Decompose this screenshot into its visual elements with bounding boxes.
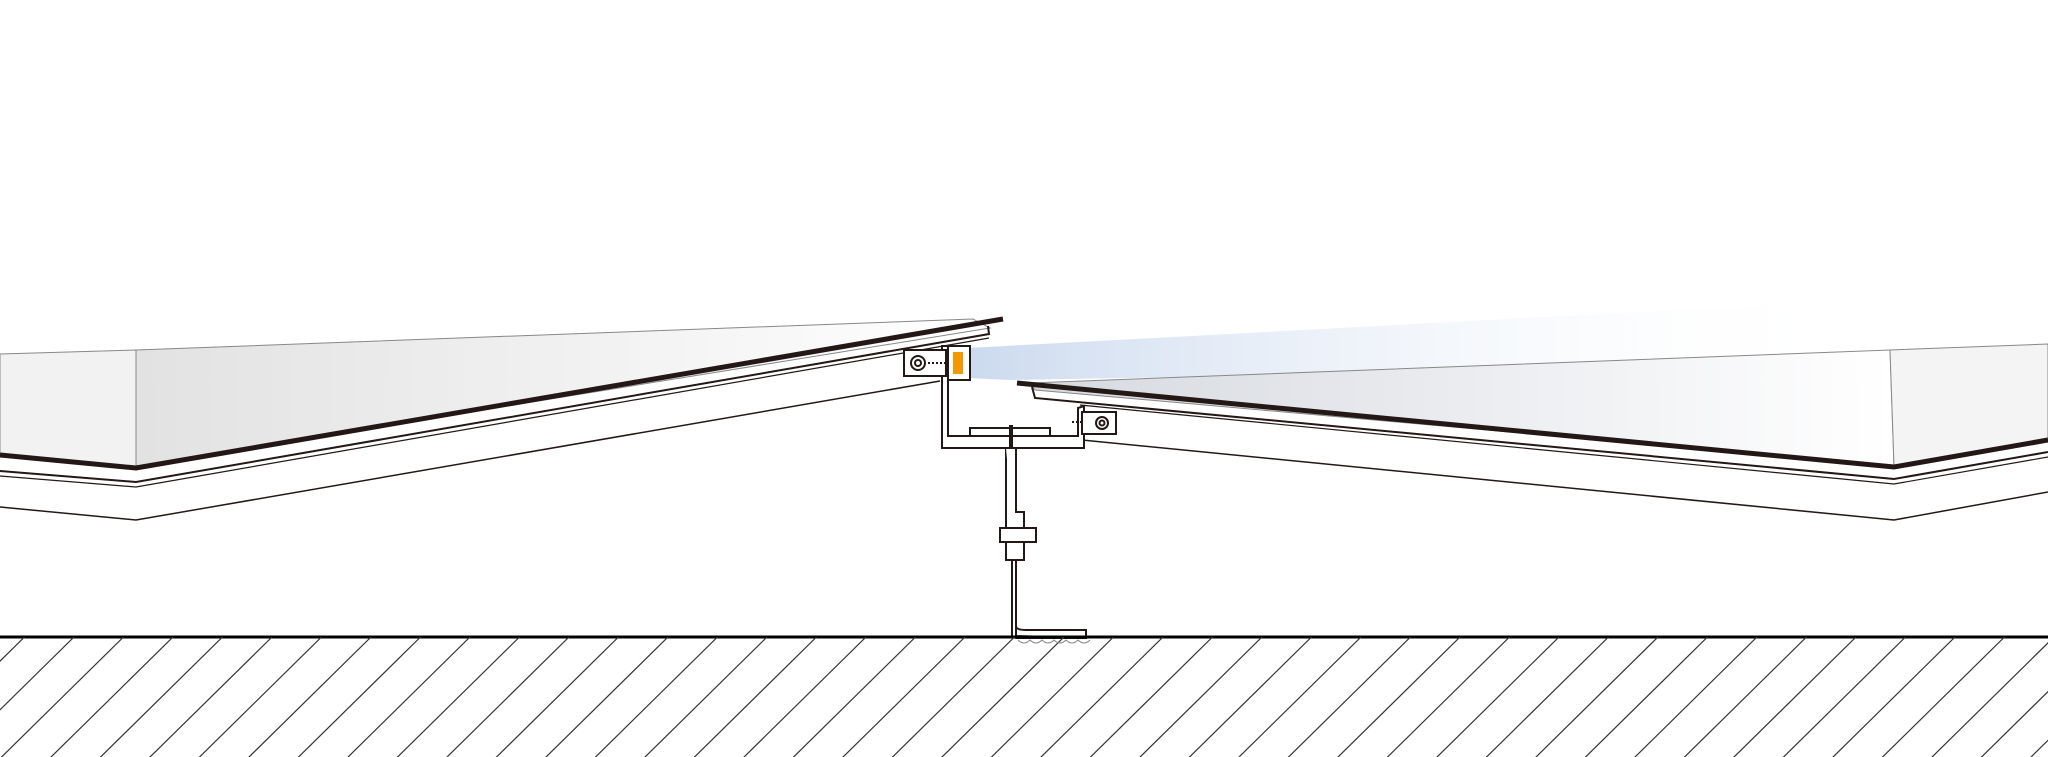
- hatch-line: [0, 637, 75, 711]
- hatch-line: [1089, 637, 1213, 757]
- hatch-line: [495, 637, 619, 757]
- hatch-line: [693, 637, 817, 757]
- hatch-line: [297, 637, 421, 757]
- hatch-line: [1188, 637, 1312, 757]
- hatch-line: [446, 637, 570, 757]
- hatch-line: [1782, 637, 1906, 757]
- hatch-line: [1634, 637, 1758, 757]
- hatch-line: [1238, 637, 1362, 757]
- hatch-line: [1931, 642, 2048, 757]
- hatch-line: [990, 637, 1114, 757]
- hatch-line: [594, 637, 718, 757]
- hatch-line: [941, 637, 1065, 757]
- hatch-line: [347, 637, 471, 757]
- mounting-bracket: [903, 345, 1117, 640]
- ground-hatching: [0, 637, 2048, 757]
- anchor-base: [1017, 639, 1091, 644]
- hatch-line: [644, 637, 768, 757]
- hatch-line: [1881, 637, 2005, 757]
- hatch-line: [0, 637, 25, 662]
- hatch-line: [1386, 637, 1510, 757]
- hatch-line: [1040, 637, 1164, 757]
- left-solar-panel: [0, 316, 1004, 521]
- hatch-line: [545, 637, 669, 757]
- hatch-line: [99, 637, 223, 757]
- hatch-line: [198, 637, 322, 757]
- hatch-line: [1337, 637, 1461, 757]
- hatch-line: [1436, 637, 1560, 757]
- hatch-line: [2030, 739, 2048, 757]
- hatch-line: [1832, 637, 1956, 757]
- hatch-line: [248, 637, 372, 757]
- hatch-line: [396, 637, 520, 757]
- hatch-line: [1485, 637, 1609, 757]
- hatch-line: [0, 637, 124, 757]
- hatch-line: [149, 637, 273, 757]
- hatch-line: [1683, 637, 1807, 757]
- hatch-line: [891, 637, 1015, 757]
- hatch-line: [1980, 690, 2048, 757]
- hatch-line: [50, 637, 174, 757]
- right-solar-panel: [1016, 343, 2048, 521]
- hatch-line: [792, 637, 916, 757]
- hatch-line: [1139, 637, 1263, 757]
- hatch-line: [1535, 637, 1659, 757]
- hatch-line: [1287, 637, 1411, 757]
- hatch-line: [1733, 637, 1857, 757]
- hatch-line: [842, 637, 966, 757]
- hatch-line: [743, 637, 867, 757]
- hatch-line: [1584, 637, 1708, 757]
